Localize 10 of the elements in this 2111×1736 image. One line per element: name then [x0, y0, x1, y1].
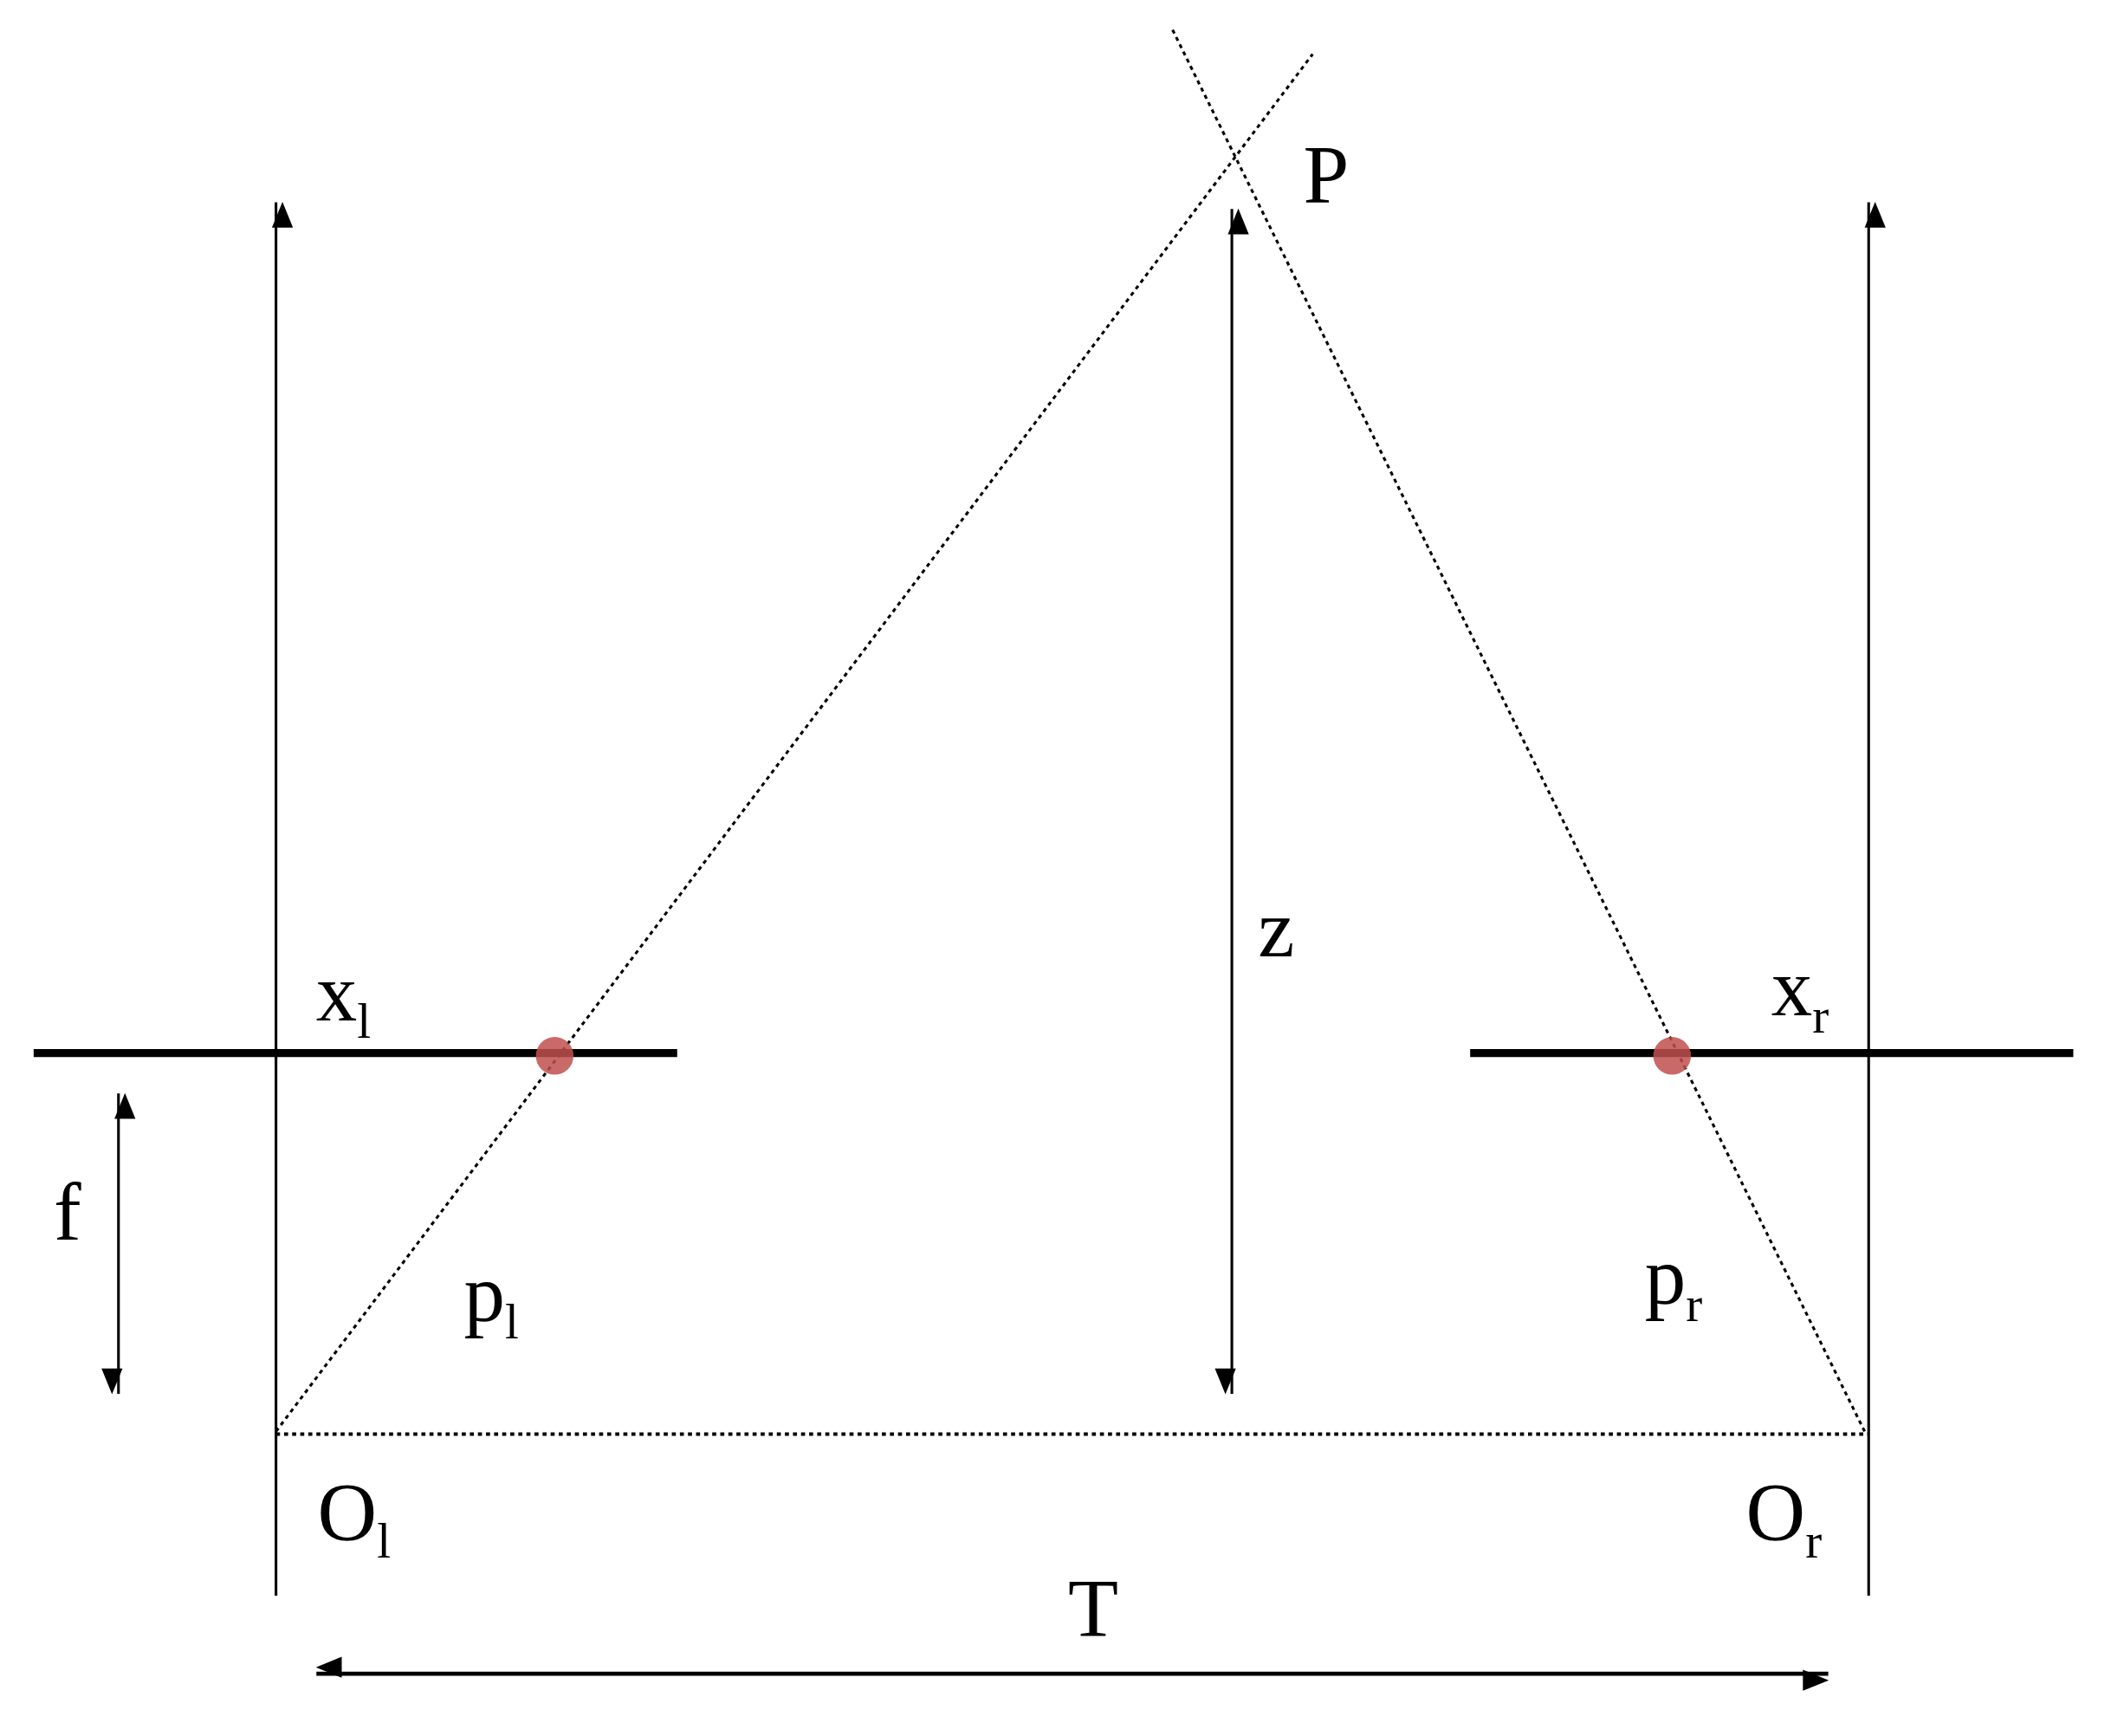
dimension-label: T — [1068, 1567, 1119, 1650]
coordinate-label: x$_{r}$ — [1771, 947, 1829, 1040]
dimension-label: z — [1258, 887, 1295, 970]
point-label: p$_{l}$ — [463, 1252, 519, 1346]
origin-label: O$_{l}$ — [317, 1472, 391, 1566]
point-label: p$_{r}$ — [1644, 1234, 1703, 1329]
origin-label: O$_{r}$ — [1745, 1472, 1823, 1566]
point-label: P — [1303, 133, 1350, 217]
dimension-label: f — [53, 1170, 81, 1253]
coordinate-label: x$_{l}$ — [315, 952, 371, 1046]
